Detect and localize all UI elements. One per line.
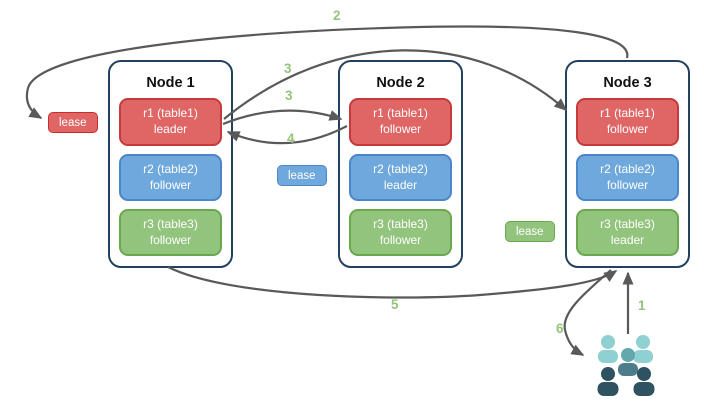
step-label-2: 2	[333, 8, 341, 23]
step-label-4: 4	[287, 131, 295, 146]
node-2-replica-r1: r1 (table1) follower	[349, 98, 452, 146]
node-1-replica-r2: r2 (table2) follower	[119, 154, 222, 201]
node-1-title: Node 1	[146, 75, 195, 91]
replica-role: leader	[383, 177, 418, 192]
replica-role: leader	[153, 122, 188, 136]
lease-badge-table1: lease	[48, 112, 98, 133]
users-group-icon	[597, 335, 655, 396]
node-1-replica-r3: r3 (table3) follower	[119, 209, 222, 256]
node-3: Node 3 r1 (table1) follower r2 (table2) …	[565, 60, 690, 268]
step-label-3b: 3	[285, 88, 293, 103]
lease-badge-table3: lease	[505, 221, 555, 242]
user-figure-middle-body	[618, 363, 638, 376]
replica-role: follower	[606, 177, 649, 192]
user-figure-back-left	[598, 335, 618, 363]
user-figure-front-right	[633, 367, 655, 396]
replica-name: r1 (table1)	[143, 106, 198, 121]
node-2: Node 2 r1 (table1) follower r2 (table2) …	[338, 60, 463, 268]
node-2-replica-r2: r2 (table2) leader	[349, 154, 452, 201]
replica-name: r2 (table2)	[600, 161, 655, 176]
replica-name: r3 (table3)	[143, 216, 198, 231]
replica-role: follower	[379, 232, 422, 247]
node-3-replica-r3: r3 (table3) leader	[576, 209, 679, 256]
replica-role: follower	[606, 122, 649, 136]
replica-role: leader	[610, 232, 645, 247]
step-label-3a: 3	[284, 61, 292, 76]
user-figure-front-left	[597, 367, 619, 396]
step-label-5: 5	[391, 297, 399, 312]
step-label-1: 1	[638, 298, 646, 313]
replica-name: r1 (table1)	[600, 106, 655, 121]
node-3-title: Node 3	[603, 75, 652, 91]
replica-name: r2 (table2)	[373, 161, 428, 176]
replica-name: r2 (table2)	[143, 161, 198, 176]
lease-badge-table2: lease	[277, 165, 327, 186]
replica-role: follower	[379, 122, 422, 136]
replica-name: r1 (table1)	[373, 106, 428, 121]
replica-name: r3 (table3)	[373, 216, 428, 231]
arrow-step5-node1-to-node3	[167, 266, 618, 299]
user-figure-middle-head	[621, 348, 635, 362]
arrow-step3-leader-to-node2-follower	[222, 109, 343, 126]
node-2-title: Node 2	[376, 75, 425, 91]
user-figure-back-right	[633, 335, 653, 363]
replica-role: follower	[149, 177, 192, 192]
replica-name: r3 (table3)	[600, 216, 655, 231]
node-1-replica-r1: r1 (table1) leader	[119, 98, 222, 146]
node-1: Node 1 r1 (table1) leader r2 (table2) fo…	[108, 60, 233, 268]
node-3-replica-r2: r2 (table2) follower	[576, 154, 679, 201]
step-label-6: 6	[556, 321, 564, 336]
replica-role: follower	[149, 232, 192, 247]
node-3-replica-r1: r1 (table1) follower	[576, 98, 679, 146]
node-2-replica-r3: r3 (table3) follower	[349, 209, 452, 256]
user-figure-middle	[618, 348, 638, 376]
